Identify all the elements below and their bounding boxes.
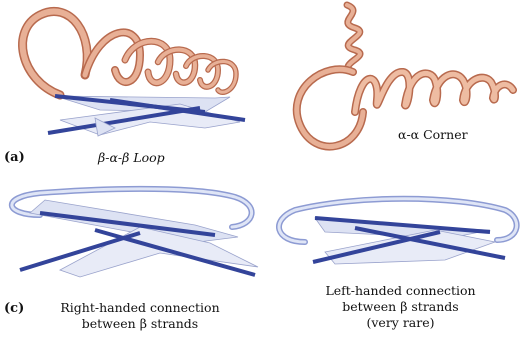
left-handed-caption-line2: between β strands: [308, 299, 493, 315]
beta-strands: [48, 96, 245, 136]
left-handed-caption: Left-handed connection between β strands…: [308, 283, 493, 331]
left-handed-svg: [265, 190, 523, 270]
left-handed-strands: [313, 218, 505, 264]
beta-alpha-beta-caption: β-α-β Loop: [98, 150, 165, 166]
panel-c-label: (c): [4, 301, 24, 316]
right-handed-connection-diagram: [0, 185, 265, 280]
right-handed-strands: [20, 200, 258, 277]
right-handed-caption-line1: Right-handed connection: [40, 300, 240, 316]
beta-alpha-beta-svg: [0, 0, 270, 150]
alpha-helix-coil: [23, 11, 236, 95]
right-handed-svg: [0, 185, 265, 280]
right-handed-caption-line2: between β strands: [40, 316, 240, 332]
beta-alpha-beta-loop-diagram: [0, 0, 270, 150]
horizontal-helix: [355, 72, 513, 112]
panel-a-label: (a): [4, 150, 25, 165]
left-handed-connection-diagram: [265, 190, 523, 270]
alpha-alpha-corner-caption: α-α Corner: [398, 127, 468, 143]
vertical-helix: [347, 5, 360, 72]
right-handed-caption: Right-handed connection between β strand…: [40, 300, 240, 332]
left-handed-caption-line3: (very rare): [308, 315, 493, 331]
left-handed-caption-line1: Left-handed connection: [308, 283, 493, 299]
